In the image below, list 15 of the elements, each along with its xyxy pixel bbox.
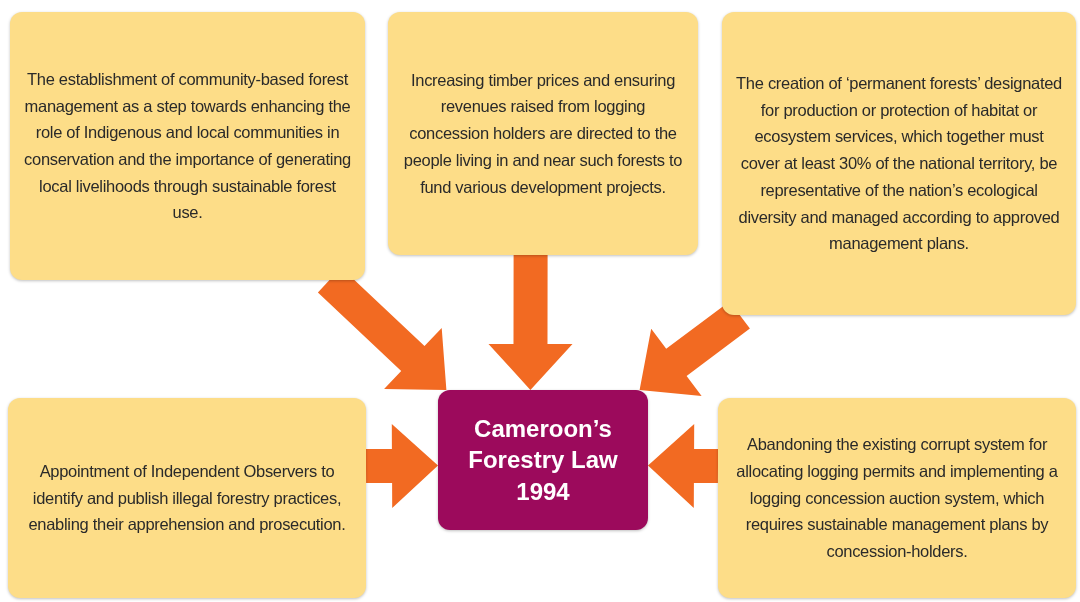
info-card xyxy=(10,12,365,280)
info-card xyxy=(8,398,366,598)
title-text: Cameroon’s Forestry Law 1994 xyxy=(467,414,619,507)
info-text: The establishment of community-based forest management as a step towards enhancing the role of Indigenous and local communities in conservation and the importance of generating local livelihoods through sustainable forest use. xyxy=(23,68,352,224)
info-card xyxy=(718,398,1076,598)
info-text: The creation of ‘permanent forests’ designated for production or protection of habitat or ecosystem services, which together must cover at least 30% of the national territory, be representative of the nation’s ecological diversity and managed according to approved management plans. xyxy=(735,73,1063,255)
info-text: Appointment of Independent Observers to identify and publish illegal forestry practices, enabling their apprehension and prosecution. xyxy=(27,460,347,536)
info-card xyxy=(388,12,698,255)
block-arrow xyxy=(488,255,573,390)
title-card xyxy=(438,390,648,530)
info-text: Increasing timber prices and ensuring revenues raised from logging concession holders are directed to the people living in and near such forests to fund various development projects. xyxy=(402,69,684,198)
info-card xyxy=(722,12,1076,315)
info-text: Abandoning the existing corrupt system for allocating logging permits and implementing a logging concession auction system, which requires sustainable management plans by concession-holders. xyxy=(735,434,1059,563)
block-arrow xyxy=(648,423,719,508)
block-arrow xyxy=(365,423,438,508)
